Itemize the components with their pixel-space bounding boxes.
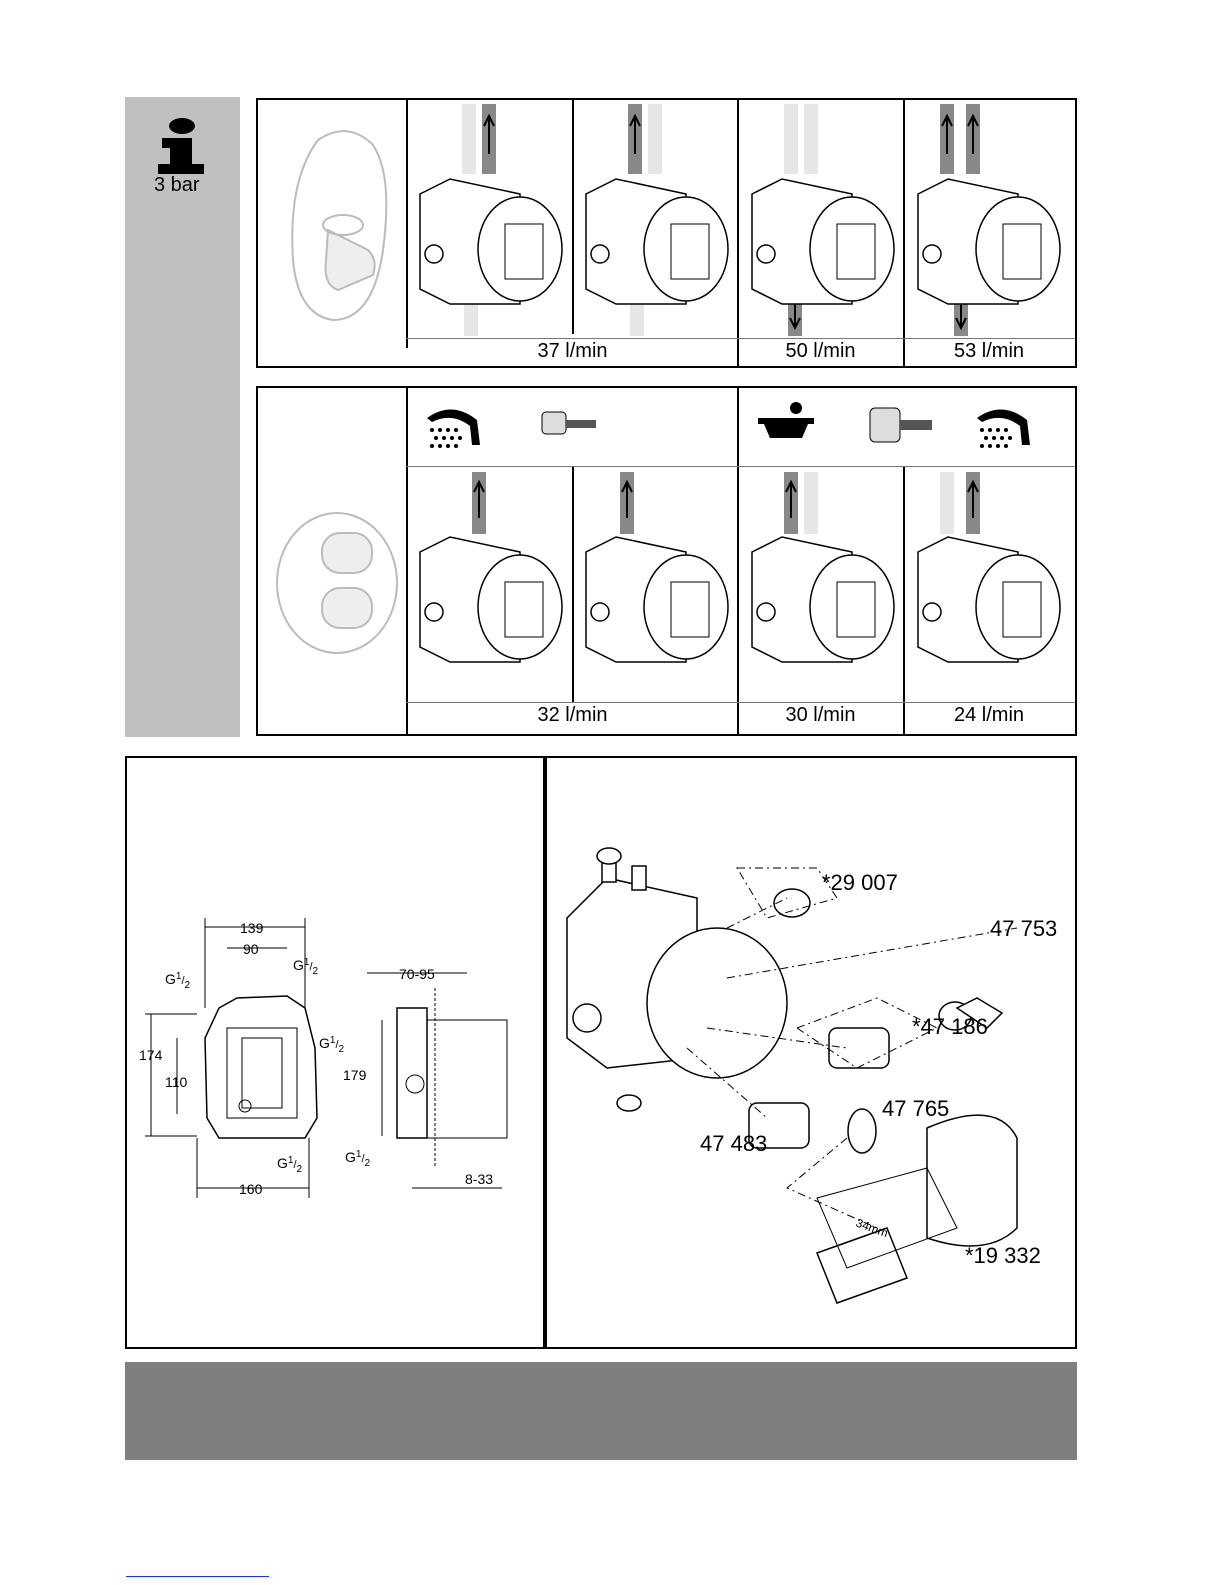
dimension-label: 8-33 [465,1171,493,1187]
dimension-label: 70-95 [399,966,435,982]
valve-body-illustration [576,104,736,336]
thread-label: G [293,957,304,973]
svg-text:G1/2: G1/2 [277,1155,303,1175]
thread-label: G [277,1155,288,1171]
dimension-label: 110 [165,1074,188,1090]
info-icon [150,116,214,176]
part-number: 47 753 [990,916,1057,942]
dimension-label: 174 [139,1047,163,1063]
flow-panel-dual: 32 l/min 30 l/min 24 l/min [256,386,1077,736]
shower-icon [422,400,482,450]
pressure-label: 3 bar [154,174,200,197]
dual-knob-faceplate-illustration [272,508,402,658]
svg-text:G1/2: G1/2 [345,1149,371,1169]
dimension-label: 179 [343,1067,367,1083]
dimension-label: 160 [239,1181,263,1197]
part-number: *47 186 [912,1014,988,1040]
cartridge-icon [536,406,602,446]
dimension-drawing: 139 90 160 174 110 179 70-95 8-33 G1/2 G… [127,758,543,1347]
footer-link-underline[interactable] [126,1576,269,1577]
valve-body-illustration [742,472,902,700]
shower-icon [972,400,1032,450]
valve-body-illustration [908,472,1068,700]
flow-rate-label: 53 l/min [903,340,1075,363]
thread-label: G [319,1035,330,1051]
flow-rate-label: 37 l/min [406,340,739,363]
valve-body-illustration [742,104,902,336]
part-number: *19 332 [965,1243,1041,1269]
single-lever-faceplate-illustration [278,120,398,340]
thread-label: G [165,971,176,987]
part-number: 47 765 [882,1096,949,1122]
svg-text:G1/2: G1/2 [319,1035,345,1055]
svg-text:G1/2: G1/2 [293,957,319,977]
dimension-label: 139 [240,920,264,936]
part-number: 47 483 [700,1131,767,1157]
part-number: *29 007 [822,870,898,896]
valve-body-illustration [410,104,570,336]
cartridge-icon [864,404,940,448]
flow-rate-label: 24 l/min [903,704,1075,727]
flow-rate-label: 50 l/min [737,340,904,363]
dimension-label: 90 [243,941,259,957]
flow-rate-label: 30 l/min [737,704,904,727]
valve-body-illustration [908,104,1068,336]
footer-bar [125,1362,1077,1460]
valve-body-illustration [576,472,736,700]
svg-text:G1/2: G1/2 [165,971,191,991]
thread-label: G [345,1149,356,1165]
flow-panel-single: 37 l/min 50 l/min 53 l/min [256,98,1077,368]
valve-body-illustration [410,472,570,700]
bath-icon [756,400,816,446]
flow-rate-label: 32 l/min [406,704,739,727]
